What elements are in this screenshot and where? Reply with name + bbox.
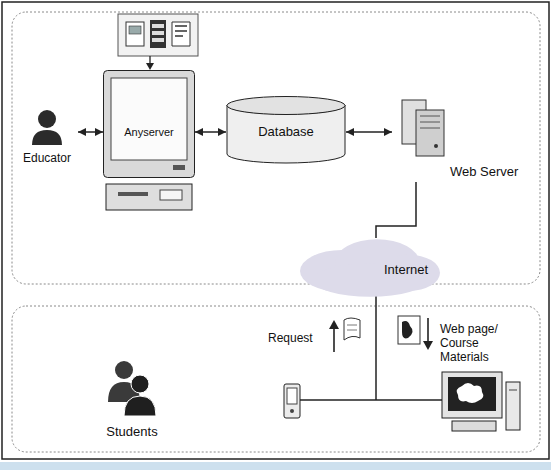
text-holder: Database — [226, 122, 346, 140]
connector — [376, 182, 416, 238]
server-monitor: Anyserver — [103, 70, 195, 178]
response-label: Web page/ Course Materials — [440, 322, 512, 364]
server-panel — [12, 12, 540, 284]
response-arrow — [398, 316, 433, 350]
text-holder: Internet — [384, 260, 428, 278]
database-cylinder: Database — [226, 96, 346, 164]
text-holder: Students — [98, 422, 166, 440]
request-arrow — [329, 318, 360, 352]
text-holder: Web Server — [450, 162, 518, 180]
node-label: Web Server — [450, 165, 518, 180]
node-label: Anyserver — [124, 126, 174, 139]
text-holder: Educator — [16, 148, 78, 166]
request-label: Request — [268, 331, 313, 345]
students-icon: Students — [98, 358, 166, 442]
node-label: Students — [106, 425, 157, 440]
educator-icon: Educator — [16, 108, 78, 166]
client-panel — [12, 306, 540, 452]
network-wire — [300, 290, 442, 400]
server-monitor-shape — [103, 70, 195, 178]
node-label: Educator — [23, 152, 71, 166]
node-label: Database — [258, 125, 314, 140]
student-computer — [442, 372, 520, 431]
connector — [346, 131, 392, 133]
connector — [78, 131, 103, 133]
node-label: Internet — [384, 263, 428, 278]
web-server-icon: Web Server — [392, 96, 536, 182]
text-holder: Anyserver — [103, 122, 195, 140]
pda-device — [284, 384, 300, 418]
computer-base — [106, 184, 192, 210]
document-icons — [118, 14, 198, 70]
frame — [2, 2, 549, 459]
connector — [195, 131, 226, 133]
internet-cloud: Internet — [300, 238, 440, 298]
bottom-strip — [0, 462, 551, 470]
